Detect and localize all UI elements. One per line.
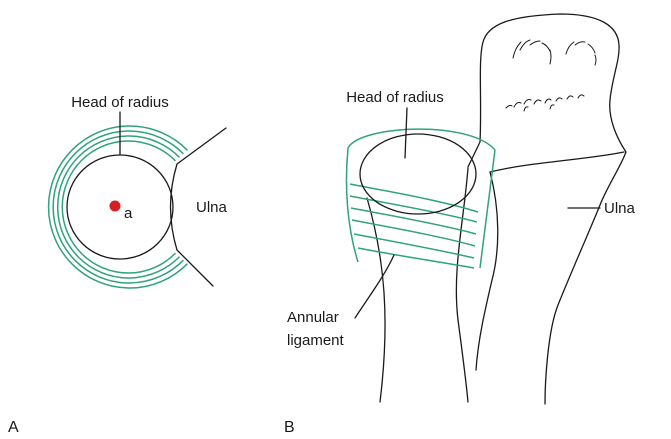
radius-head-b [360, 134, 476, 214]
panel-b: Head of radius Ulna Annular ligament B [284, 14, 636, 436]
label-annular-ligament-line2: ligament [287, 332, 345, 349]
leader-head-b [405, 108, 407, 158]
ligament-band-top [348, 129, 495, 150]
ulna-b-shaft-inner [476, 172, 498, 370]
label-ulna-a: Ulna [196, 199, 228, 216]
panel-a: Head of radius a Ulna A [8, 94, 228, 436]
label-head-of-radius-b: Head of radius [346, 89, 444, 106]
label-ulna-b: Ulna [604, 200, 636, 217]
annular-ligament-band-b [346, 129, 495, 268]
ulna-b-coronoid [490, 152, 624, 172]
leader-ligament-b [355, 255, 394, 318]
ligament-band-left [346, 148, 358, 262]
panel-letter-b: B [284, 419, 295, 436]
ligament-band-line-5 [354, 234, 474, 258]
panel-letter-a: A [8, 419, 19, 436]
ulna-b [468, 14, 626, 404]
label-annular-ligament-line1: Annular [287, 309, 339, 326]
label-head-of-radius-a: Head of radius [71, 94, 169, 111]
olecranon-texture [506, 40, 596, 111]
ligament-band-line-3 [351, 208, 476, 234]
ligament-band-line-4 [352, 220, 475, 246]
label-axis-a: a [124, 205, 133, 222]
ligament-band-line-2 [350, 196, 477, 222]
ligament-band-right [480, 150, 495, 268]
radius-shaft-left-b [367, 198, 385, 402]
axis-point-a [110, 201, 121, 212]
ligament-band-line-6 [358, 248, 474, 268]
